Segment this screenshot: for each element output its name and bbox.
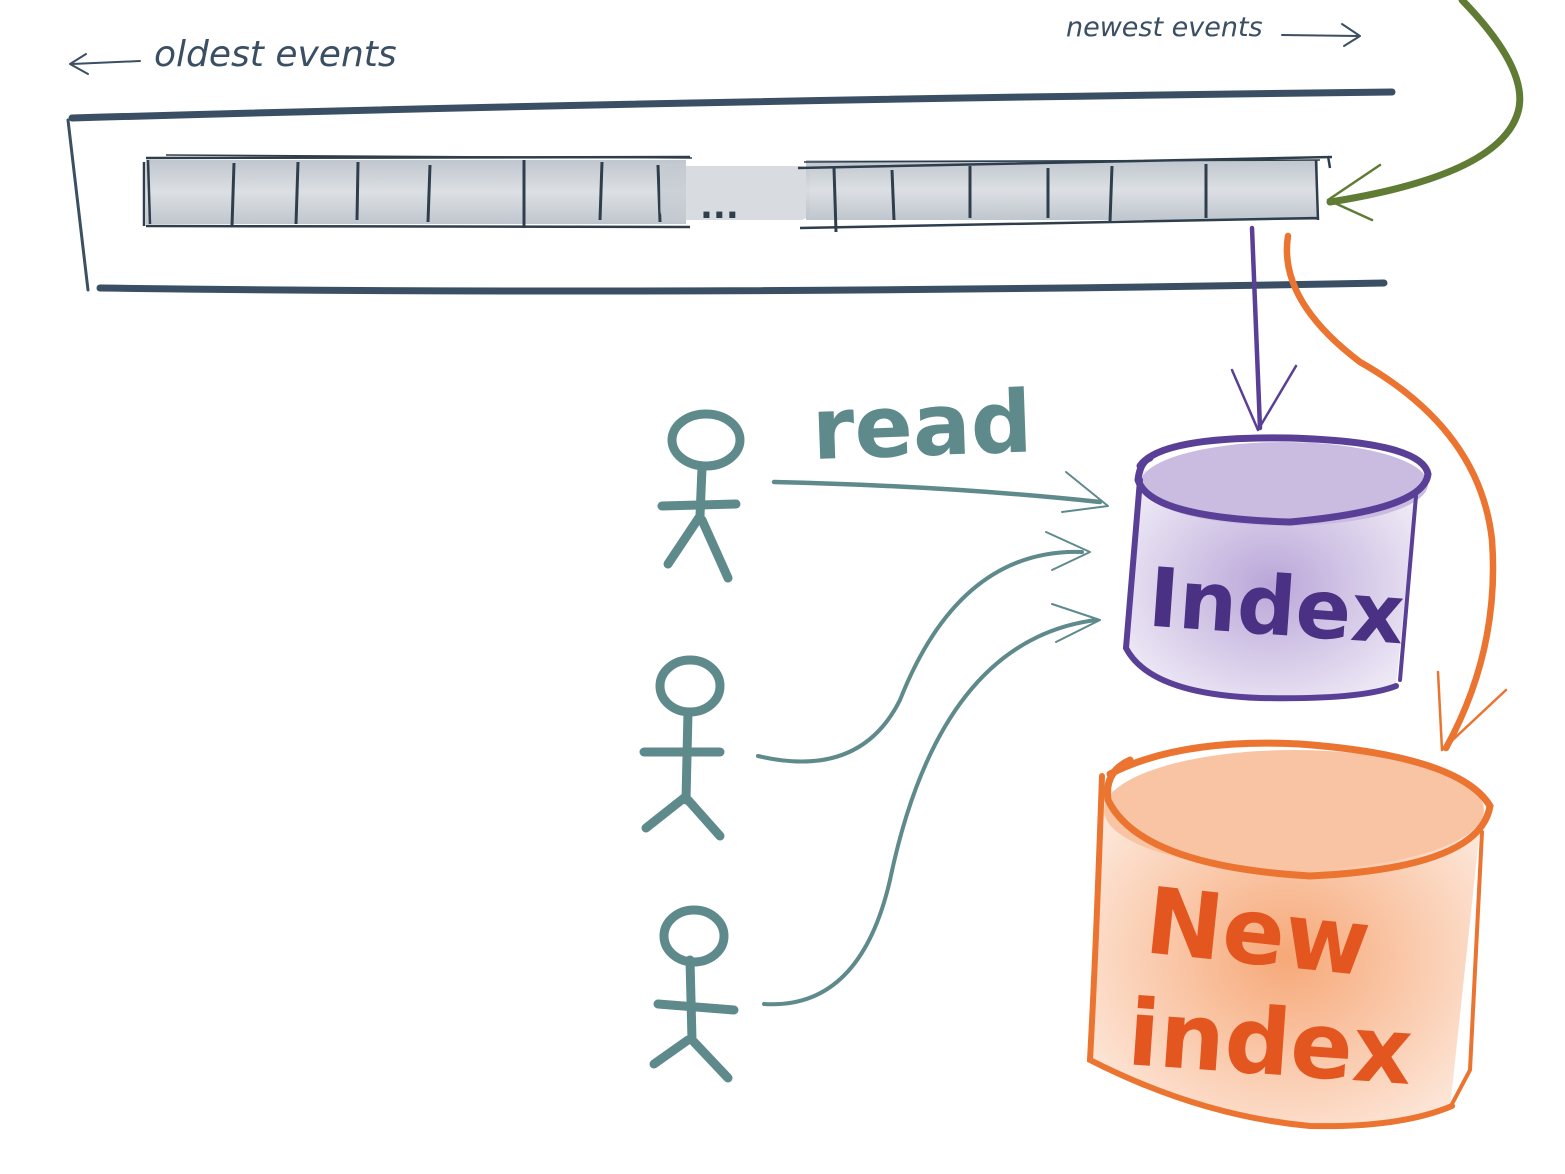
read-arrow-1 [771, 479, 1103, 505]
event-log-container [66, 88, 1396, 295]
read-arrow-2 [756, 549, 1084, 764]
index-label: Index [1145, 551, 1407, 664]
right-arrow-icon [1281, 23, 1361, 47]
incoming-event-arrow [1326, 0, 1524, 222]
new-index-label-line1: New [1141, 867, 1375, 997]
read-arrow-3 [762, 618, 1098, 1007]
oldest-events-label-group: oldest events [69, 34, 397, 75]
new-index-label-line2: index [1125, 979, 1416, 1106]
newest-events-label-group: newest events [1066, 12, 1361, 47]
index-database-icon: Index [1122, 434, 1432, 702]
read-arrows [756, 471, 1109, 1007]
new-index-feed-arrow [1283, 232, 1508, 752]
event-gap: ... [660, 166, 810, 227]
newest-events-label: newest events [1066, 12, 1263, 43]
ellipsis-label: ... [700, 187, 739, 227]
event-cells-old [142, 154, 693, 229]
oldest-events-label: oldest events [154, 34, 397, 75]
index-feed-arrow [1230, 225, 1298, 432]
stick-figure-icon [657, 409, 745, 583]
read-label: read [810, 372, 1034, 480]
left-arrow-icon [69, 53, 141, 75]
stick-figure-icon [639, 655, 725, 841]
event-cells-new [797, 155, 1333, 233]
stick-figure-icon [649, 905, 739, 1083]
new-index-database-icon: New index [1086, 739, 1494, 1130]
